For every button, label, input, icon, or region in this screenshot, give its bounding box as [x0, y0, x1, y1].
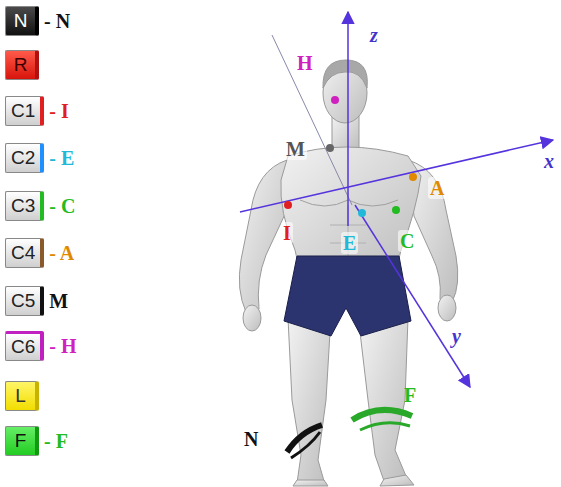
chest-line	[300, 200, 398, 206]
c-dot	[392, 206, 400, 214]
sensor-icon: F	[5, 426, 39, 456]
sensor-letter: - N	[44, 10, 70, 33]
hand	[243, 305, 261, 331]
sensor-letter: M	[49, 290, 68, 313]
torso	[281, 147, 421, 272]
right-arm	[239, 160, 287, 312]
i-dot	[284, 201, 292, 209]
sensor-icon: C3	[5, 191, 44, 221]
sensor-label: M	[284, 138, 307, 160]
sensor-icon: L	[5, 381, 39, 411]
sensor-label: A	[428, 177, 446, 199]
m-dot	[326, 144, 334, 152]
sensor-icon: C6	[5, 331, 44, 361]
sensor-letter: - E	[49, 147, 74, 170]
hand	[438, 295, 456, 321]
sensor-icon: C2	[5, 143, 44, 173]
sensor-dots	[284, 96, 417, 217]
f-band	[352, 410, 412, 420]
sensor-key: L	[5, 381, 39, 411]
a-dot	[409, 173, 417, 181]
axis-label: x	[542, 150, 556, 172]
sensor-letter: - F	[44, 430, 68, 453]
h-dot	[331, 96, 339, 104]
foot	[380, 475, 414, 486]
axis-label: z	[368, 24, 380, 46]
sensor-key: C3- C	[5, 191, 75, 221]
sensor-label: E	[341, 232, 358, 254]
sensor-label: I	[281, 222, 293, 244]
sensor-letter: - I	[49, 100, 68, 123]
sensor-letter: - H	[49, 335, 76, 358]
sensor-letter: - A	[49, 242, 74, 265]
sensor-key: C4- A	[5, 238, 74, 268]
hair	[323, 60, 367, 88]
foot	[293, 480, 328, 486]
sensor-label: N	[242, 428, 260, 450]
sensor-key: N- N	[5, 6, 70, 36]
sensor-icon: C4	[5, 238, 44, 268]
n-band	[291, 432, 320, 458]
sensor-label: C	[398, 230, 416, 252]
e-dot	[358, 209, 366, 217]
y-axis	[355, 205, 470, 387]
sensor-icon: C5	[5, 286, 44, 316]
sensor-icon: N	[5, 6, 39, 36]
h-axis	[272, 35, 352, 205]
sensor-key: R	[5, 50, 39, 80]
sensor-bands	[287, 410, 412, 458]
sensor-key: C2- E	[5, 143, 74, 173]
right-leg	[360, 318, 408, 481]
z-axis	[347, 12, 349, 226]
sensor-label: F	[402, 384, 418, 406]
sensor-icon: R	[5, 50, 39, 80]
sensor-icon: C1	[5, 96, 44, 126]
left-leg	[288, 318, 330, 483]
axis-label: y	[450, 325, 463, 347]
sensor-key: C1 - I	[5, 96, 69, 126]
shorts	[284, 256, 411, 336]
sensor-key: F- F	[5, 426, 68, 456]
sensor-key: C6- H	[5, 331, 77, 361]
axes	[240, 12, 553, 387]
sensor-label: H	[295, 52, 315, 74]
sensor-key: C5M	[5, 286, 68, 316]
f-band	[360, 423, 410, 430]
sensor-letter: - C	[49, 195, 75, 218]
